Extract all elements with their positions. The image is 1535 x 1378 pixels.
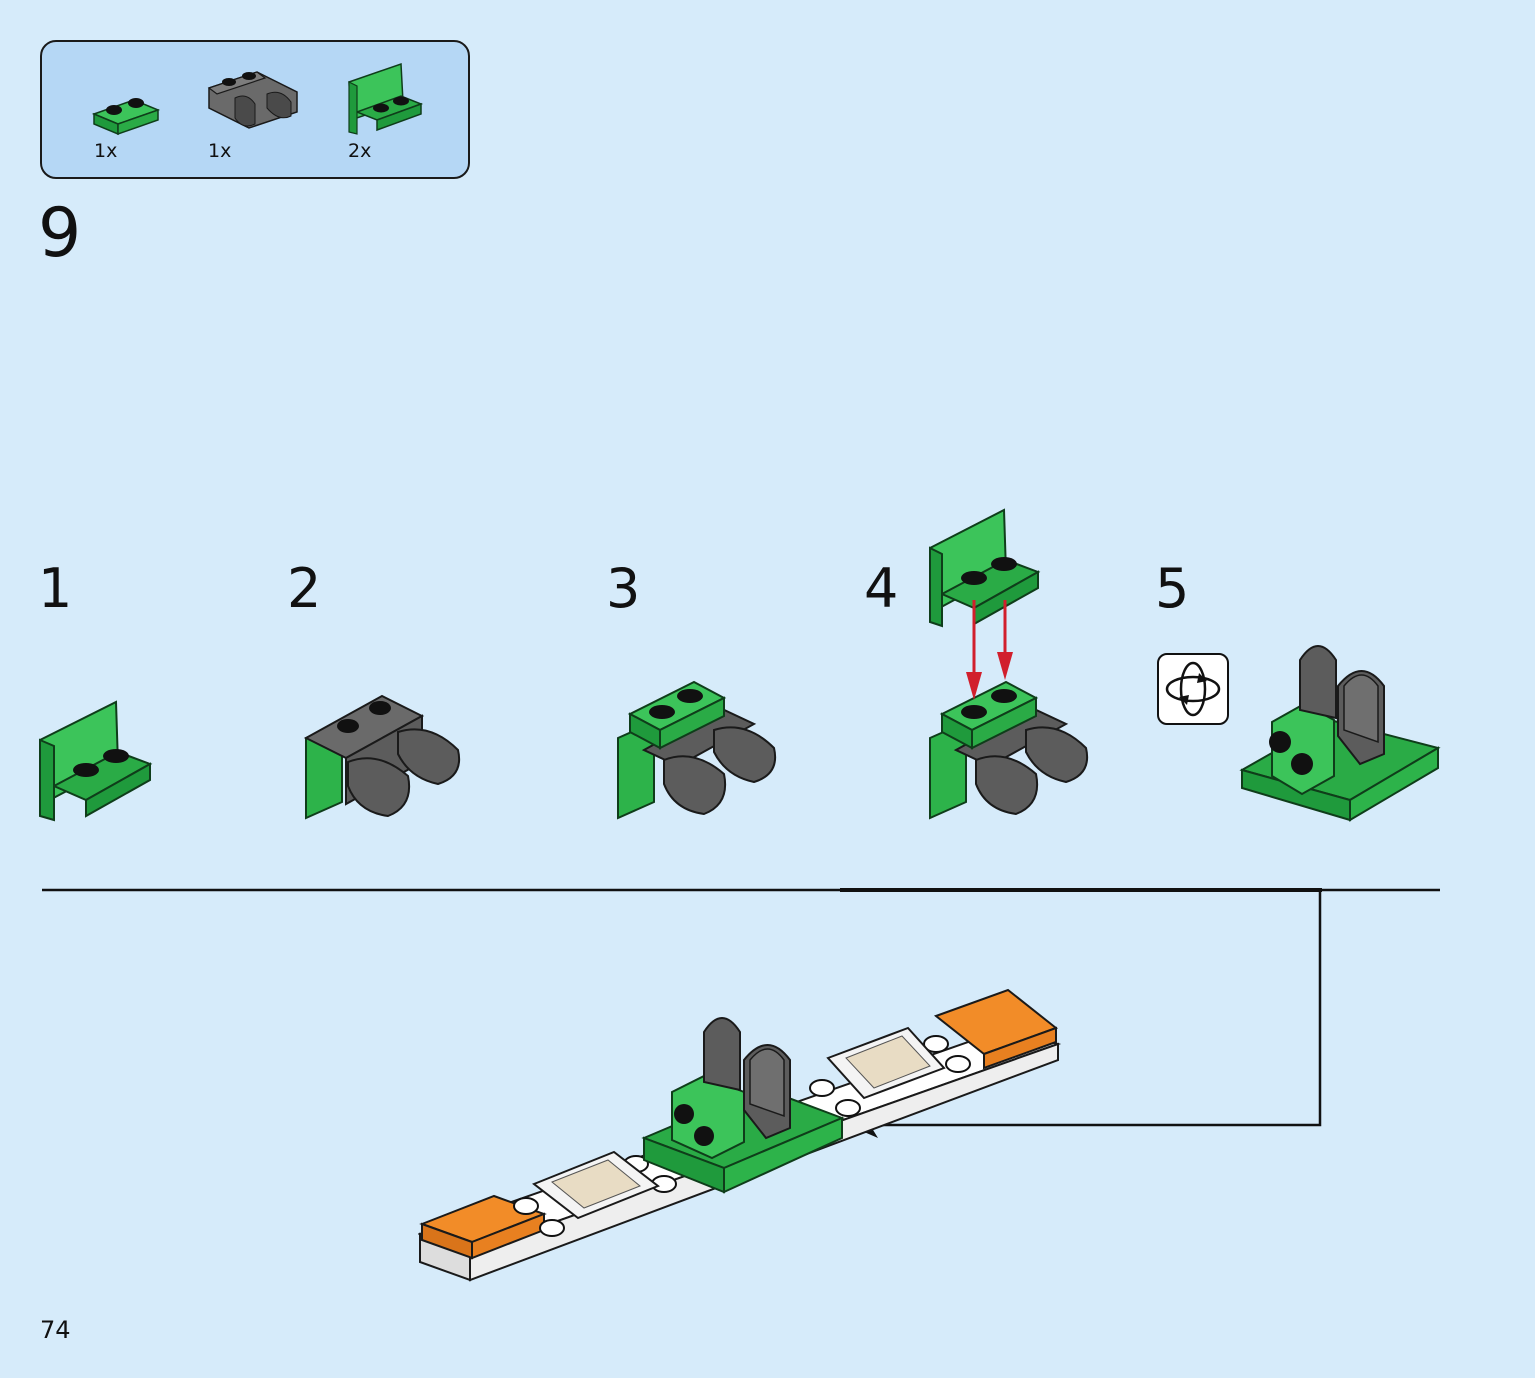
arrow-down-icon [966, 672, 982, 700]
green-plate-1x2-icon [92, 98, 161, 136]
final-assembly-illustration [418, 988, 1062, 1282]
parts-callout: 1x 1x 2x [40, 40, 470, 179]
qty-label: 1x [94, 140, 118, 162]
rotate-model-icon [1157, 653, 1229, 725]
qty-label: 2x [348, 140, 372, 162]
substep-number: 4 [864, 557, 899, 620]
gray-bracket-icon [207, 71, 298, 129]
substep-number: 3 [606, 557, 641, 620]
substep-number: 2 [287, 557, 322, 620]
placement-arrows [966, 600, 1013, 700]
step-number: 9 [38, 194, 82, 273]
substep-1-illustration [38, 700, 153, 822]
qty-label: 1x [208, 140, 232, 162]
substep-number: 5 [1155, 557, 1190, 620]
substep-number: 1 [38, 557, 73, 620]
arrow-down-icon [997, 652, 1013, 680]
substep-4-illustration [928, 508, 1088, 820]
substep-3-illustration [617, 680, 776, 820]
page-number: 74 [40, 1316, 71, 1344]
substep-5-illustration [1239, 645, 1441, 822]
green-angle-plate-icon [348, 62, 424, 135]
substep-2-illustration [303, 694, 460, 820]
